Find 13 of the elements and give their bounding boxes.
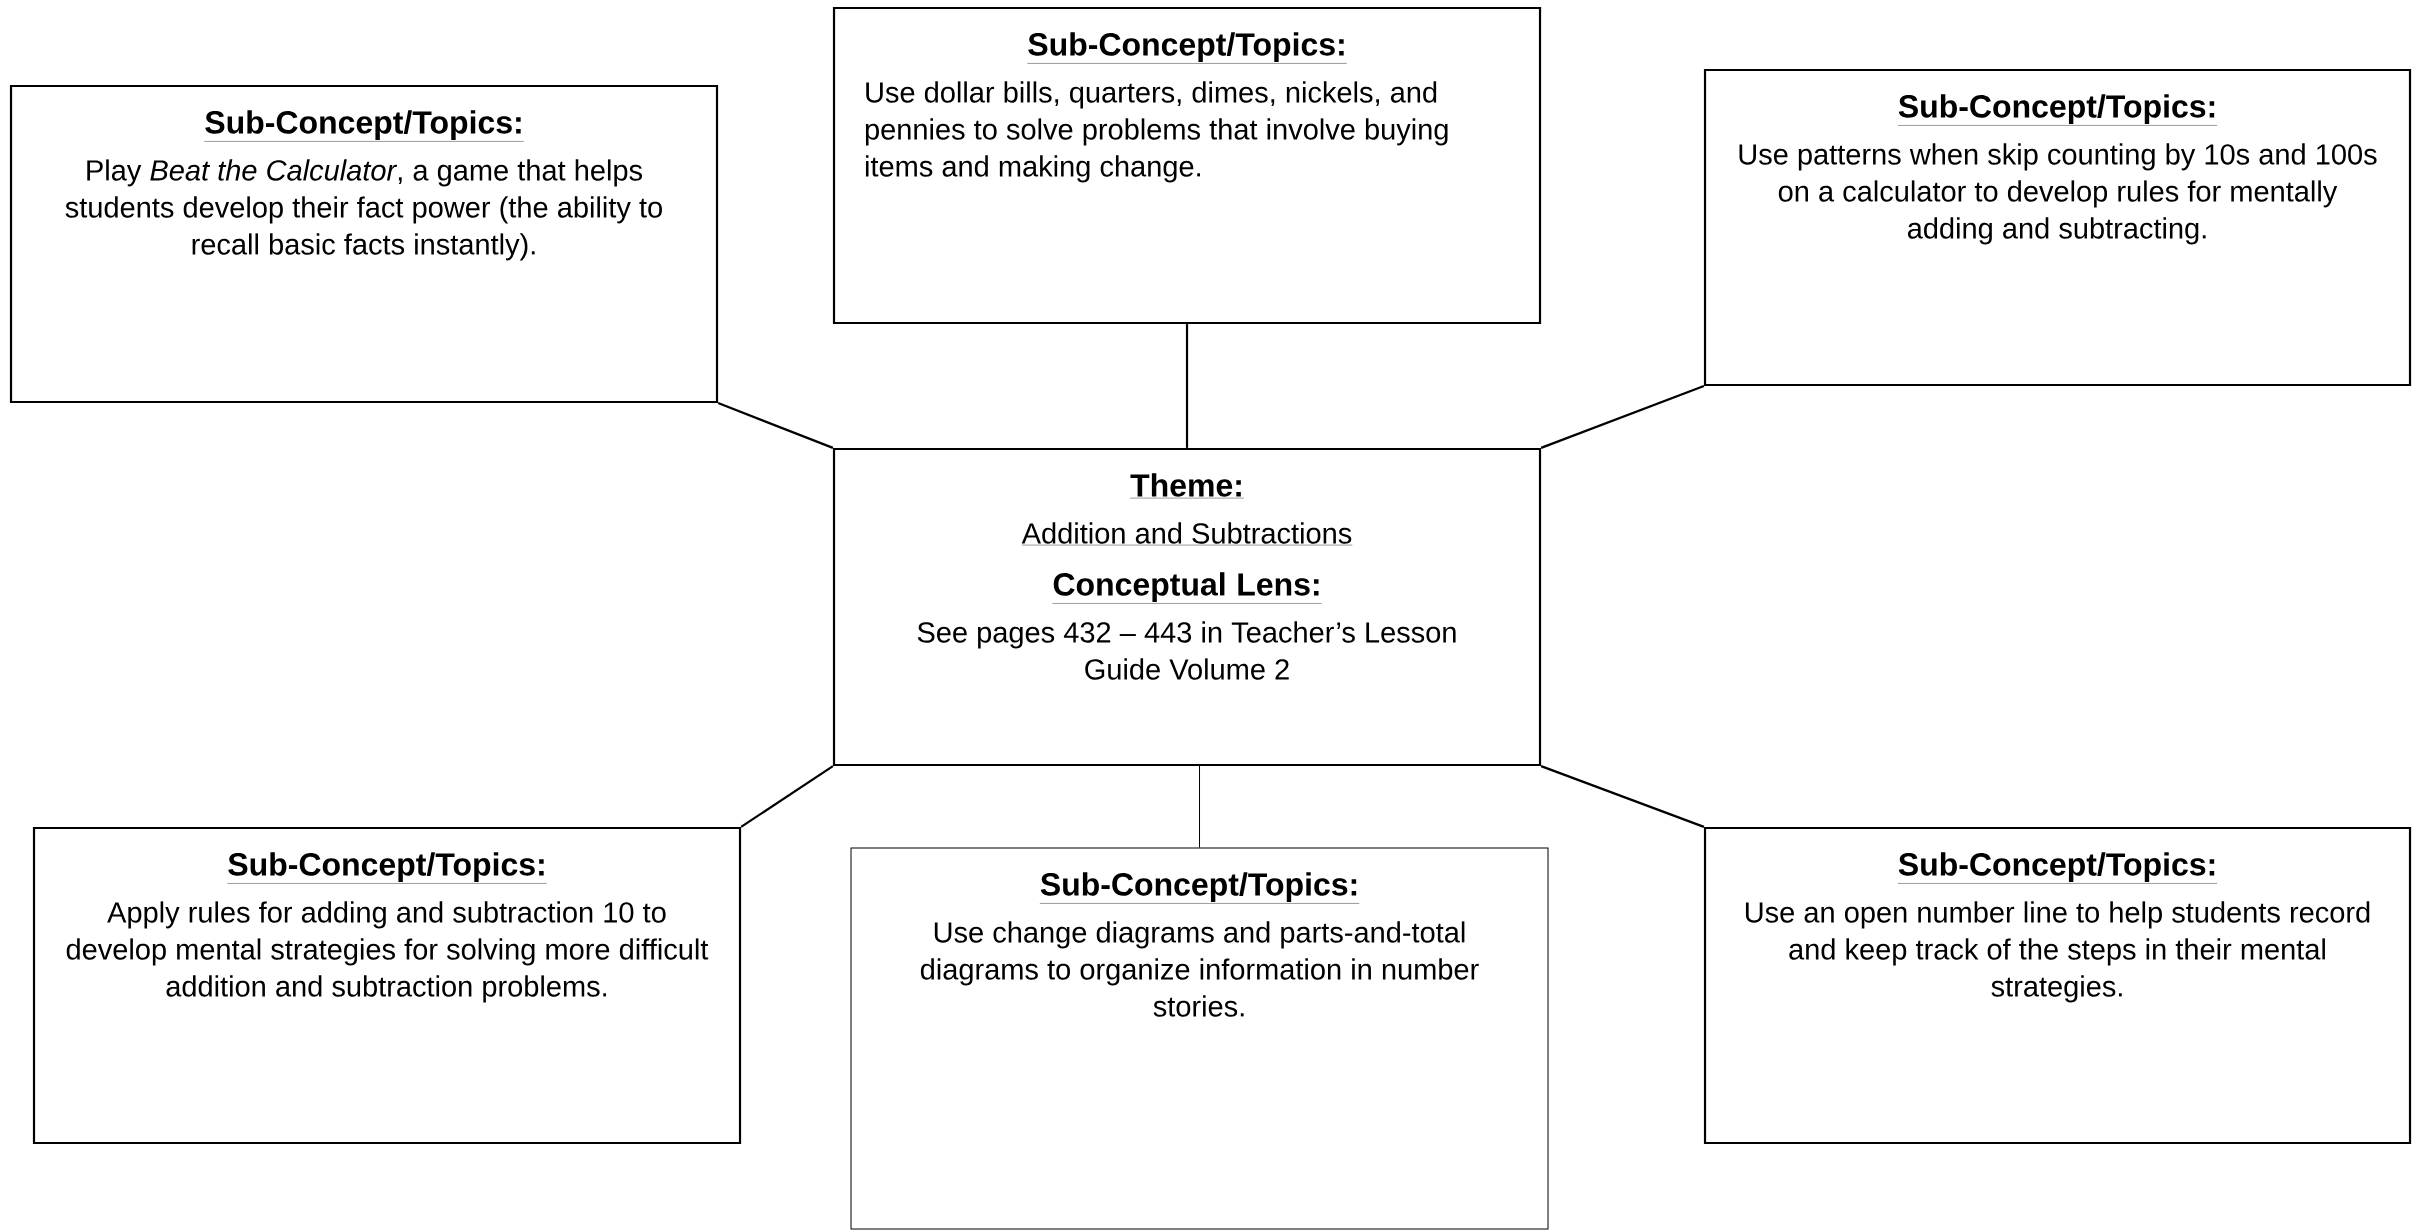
connector-line — [1185, 324, 1189, 448]
connector-line — [1540, 765, 1705, 828]
topic-box: Sub-Concept/Topics: Use dollar bills, quarters, dimes, nickels, and pennies to solve problems that involve buying items and making change. — [832, 6, 1542, 325]
topic-box: Sub-Concept/Topics: Use patterns when skip counting by 10s and 100s on a calculator to develop rules for mentally adding and subtracting. — [1703, 68, 2412, 387]
topic-box: Sub-Concept/Topics: Use an open number line to help students record and keep track of the steps in their mental strategies. — [1703, 826, 2412, 1145]
connector-line — [740, 765, 834, 828]
topic-box: Sub-Concept/Topics: Apply rules for adding and subtraction 10 to develop mental strategies for solving more difficult addition and subtraction problems. — [32, 826, 742, 1145]
topic-box: Theme: Addition and Subtractions Conceptual Lens: See pages 432 – 443 in Teacher’s Lesson Guide Volume 2 — [832, 447, 1542, 767]
topic-box: Sub-Concept/Topics: Use change diagrams and parts-and-total diagrams to organize information in number stories. — [850, 847, 1549, 1230]
connector-line — [1540, 385, 1705, 449]
connector-line — [717, 402, 834, 449]
topic-box: Sub-Concept/Topics: Play Beat the Calculator, a game that helps students develop their fact power (the ability to recall basic facts instantly). — [9, 84, 719, 404]
connector-line — [1199, 765, 1200, 848]
